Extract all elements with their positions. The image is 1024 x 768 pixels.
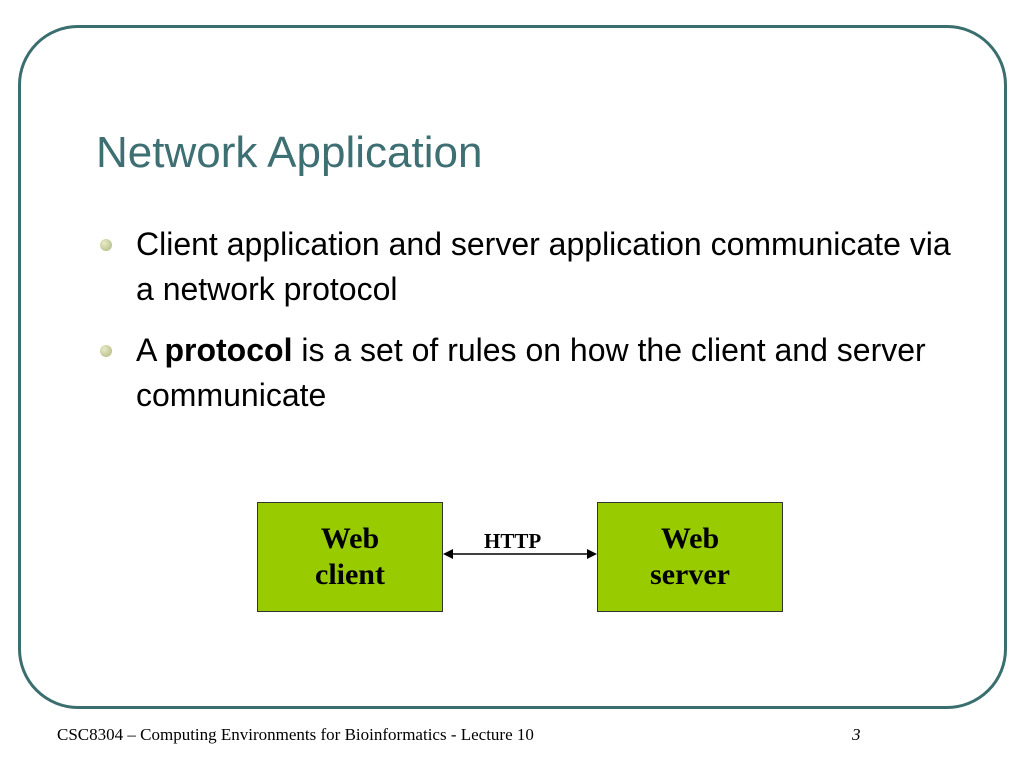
web-client-box: Web client bbox=[257, 502, 443, 612]
bullet-dot-icon bbox=[100, 239, 112, 251]
bullet-item: Client application and server applicatio… bbox=[96, 222, 956, 312]
bullet-list: Client application and server applicatio… bbox=[96, 222, 956, 434]
slide-frame bbox=[18, 25, 1007, 709]
bullet-bold-term: protocol bbox=[164, 332, 293, 368]
footer-course: CSC8304 – Computing Environments for Bio… bbox=[57, 725, 534, 744]
web-server-box: Web server bbox=[597, 502, 783, 612]
bullet-text: Client application and server applicatio… bbox=[136, 226, 951, 307]
footer-page-number: 3 bbox=[852, 725, 861, 744]
bullet-dot-icon bbox=[100, 345, 112, 357]
double-arrow-icon bbox=[443, 549, 597, 559]
bullet-item: A protocol is a set of rules on how the … bbox=[96, 328, 956, 418]
bullet-text-prefix: A bbox=[136, 332, 165, 368]
slide-title: Network Application bbox=[96, 128, 483, 177]
http-label: HTTP bbox=[484, 529, 542, 553]
bullet-text-suffix: is a set of rules on how the client and … bbox=[136, 332, 926, 413]
